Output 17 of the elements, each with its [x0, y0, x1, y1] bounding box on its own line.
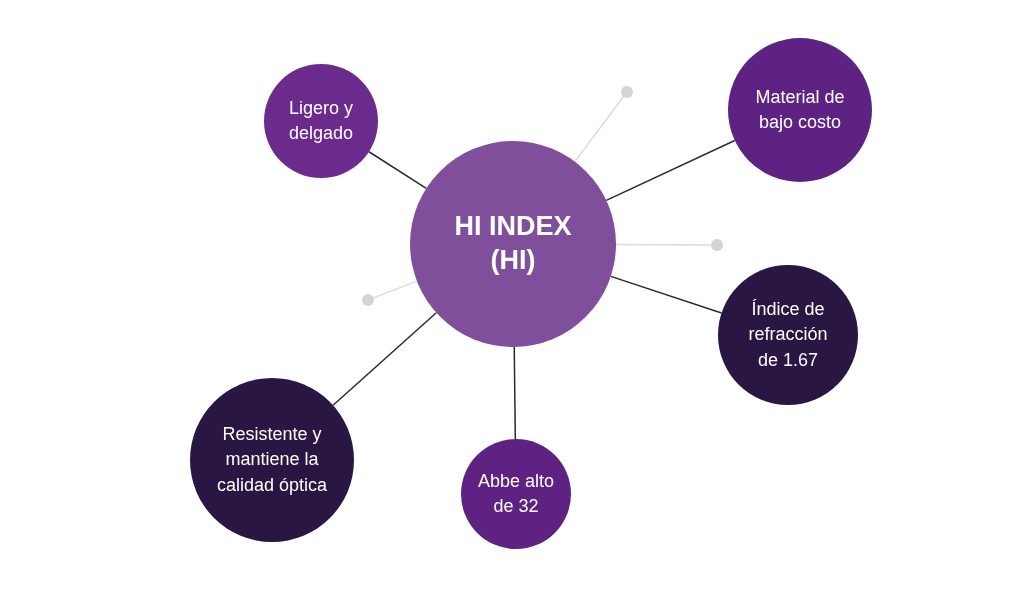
topic-label: Índice de refracción de 1.67 — [747, 298, 829, 372]
topic-label: Resistente y mantiene la calidad óptica — [215, 423, 329, 497]
connector-line — [372, 280, 418, 299]
dot-marker — [362, 294, 374, 306]
topic-label: Ligero y delgado — [287, 96, 355, 145]
topic-label: Material de bajo costo — [754, 85, 846, 134]
topic-label: Abbe alto de 32 — [477, 469, 555, 518]
connector-line — [513, 346, 517, 440]
connector-line — [368, 151, 427, 190]
dot-marker — [621, 86, 633, 98]
main-title: HI INDEX (HI) — [453, 210, 573, 277]
connector-line — [605, 139, 736, 202]
connector-line — [610, 275, 723, 314]
dot-marker — [711, 239, 723, 251]
connector-line — [615, 243, 712, 246]
connector-line — [332, 312, 438, 406]
connector-line — [574, 96, 625, 163]
